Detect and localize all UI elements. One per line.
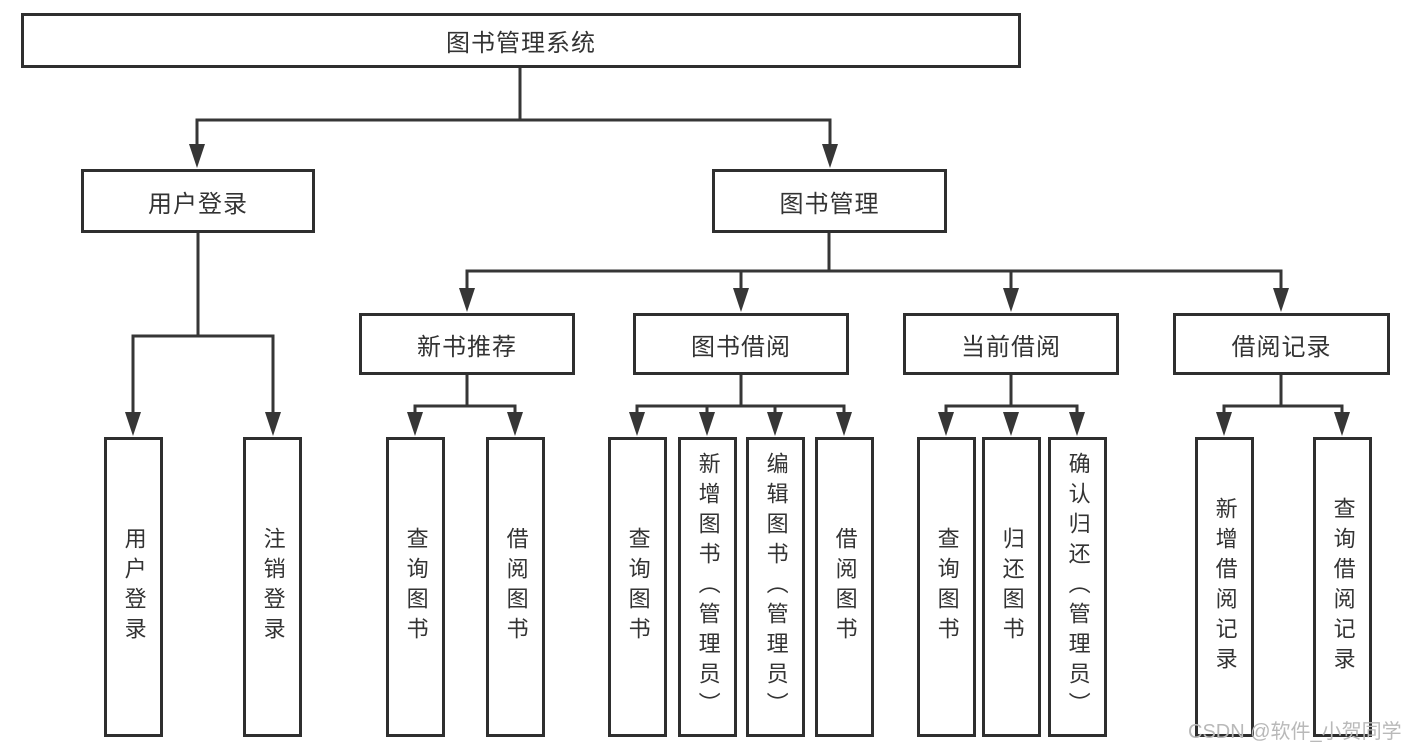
- arrow-icon: [265, 412, 281, 436]
- leaf-confirm-return-admin-label: 确认归还（管理员）: [1065, 452, 1091, 722]
- node-book-borrowing-label: 图书借阅: [691, 333, 791, 361]
- node-root: 图书管理系统: [21, 13, 1021, 68]
- connector-root-to-level2: [195, 66, 832, 147]
- leaf-confirm-return-admin: 确认归还（管理员）: [1048, 437, 1107, 737]
- arrow-icon: [822, 144, 838, 168]
- leaf-return-books-label: 归还图书: [999, 527, 1025, 647]
- arrow-icon: [407, 412, 423, 436]
- arrowheads: [125, 144, 1350, 436]
- node-new-book-recommendation-label: 新书推荐: [417, 333, 517, 361]
- connector-book-management-to-level3: [465, 232, 1283, 292]
- arrow-icon: [507, 412, 523, 436]
- leaf-recommend-borrow-books: 借阅图书: [486, 437, 545, 737]
- arrow-icon: [938, 412, 954, 436]
- arrow-icon: [125, 412, 141, 436]
- node-book-management-label: 图书管理: [779, 190, 880, 218]
- arrow-icon: [189, 144, 205, 168]
- leaf-borrowing-borrow-books: 借阅图书: [815, 437, 874, 737]
- node-borrowing-records: 借阅记录: [1173, 313, 1390, 375]
- node-current-borrowing-label: 当前借阅: [961, 333, 1061, 361]
- leaf-borrowing-borrow-books-label: 借阅图书: [832, 527, 858, 647]
- connector-user-login-to-leaves: [131, 232, 275, 416]
- csdn-watermark: CSDN @软件_小贺同学: [1188, 721, 1402, 743]
- node-book-management: 图书管理: [712, 169, 947, 233]
- arrow-icon: [733, 288, 749, 312]
- leaf-borrowing-query-books-label: 查询图书: [625, 527, 651, 647]
- arrow-icon: [699, 412, 715, 436]
- leaf-borrowing-query-books: 查询图书: [608, 437, 667, 737]
- connector-borrowing-records-to-leaves: [1222, 374, 1344, 416]
- arrow-icon: [1069, 412, 1085, 436]
- node-current-borrowing: 当前借阅: [903, 313, 1119, 375]
- leaf-edit-books-admin: 编辑图书（管理员）: [746, 437, 805, 737]
- leaf-query-borrow-record-label: 查询借阅记录: [1330, 497, 1356, 677]
- leaf-query-borrow-record: 查询借阅记录: [1313, 437, 1372, 737]
- leaf-recommend-query-books: 查询图书: [386, 437, 445, 737]
- leaf-edit-books-admin-label: 编辑图书（管理员）: [763, 452, 789, 722]
- leaf-add-borrow-record: 新增借阅记录: [1195, 437, 1254, 737]
- leaf-logout-login-label: 注销登录: [260, 527, 286, 647]
- leaf-add-borrow-record-label: 新增借阅记录: [1212, 497, 1238, 677]
- leaf-user-login-label: 用户登录: [121, 527, 147, 647]
- arrow-icon: [767, 412, 783, 436]
- arrow-icon: [1003, 288, 1019, 312]
- arrow-icon: [1003, 412, 1019, 436]
- arrow-icon: [836, 412, 852, 436]
- leaf-add-books-admin-label: 新增图书（管理员）: [695, 452, 721, 722]
- connector-new-book-recommendation-to-leaves: [413, 374, 517, 416]
- leaf-user-login: 用户登录: [104, 437, 163, 737]
- node-book-borrowing: 图书借阅: [633, 313, 849, 375]
- leaf-current-query-books: 查询图书: [917, 437, 976, 737]
- node-user-login-label: 用户登录: [148, 190, 248, 218]
- node-borrowing-records-label: 借阅记录: [1231, 333, 1332, 361]
- leaf-logout-login: 注销登录: [243, 437, 302, 737]
- leaf-recommend-query-books-label: 查询图书: [403, 527, 429, 647]
- arrow-icon: [459, 288, 475, 312]
- leaf-return-books: 归还图书: [982, 437, 1041, 737]
- node-new-book-recommendation: 新书推荐: [359, 313, 575, 375]
- node-root-label: 图书管理系统: [446, 30, 596, 57]
- node-user-login: 用户登录: [81, 169, 315, 233]
- arrow-icon: [1273, 288, 1289, 312]
- arrow-icon: [629, 412, 645, 436]
- leaf-recommend-borrow-books-label: 借阅图书: [503, 527, 529, 647]
- leaf-current-query-books-label: 查询图书: [934, 527, 960, 647]
- leaf-add-books-admin: 新增图书（管理员）: [678, 437, 737, 737]
- arrow-icon: [1216, 412, 1232, 436]
- arrow-icon: [1334, 412, 1350, 436]
- connector-book-borrowing-to-leaves: [635, 374, 846, 416]
- connector-current-borrowing-to-leaves: [944, 374, 1079, 416]
